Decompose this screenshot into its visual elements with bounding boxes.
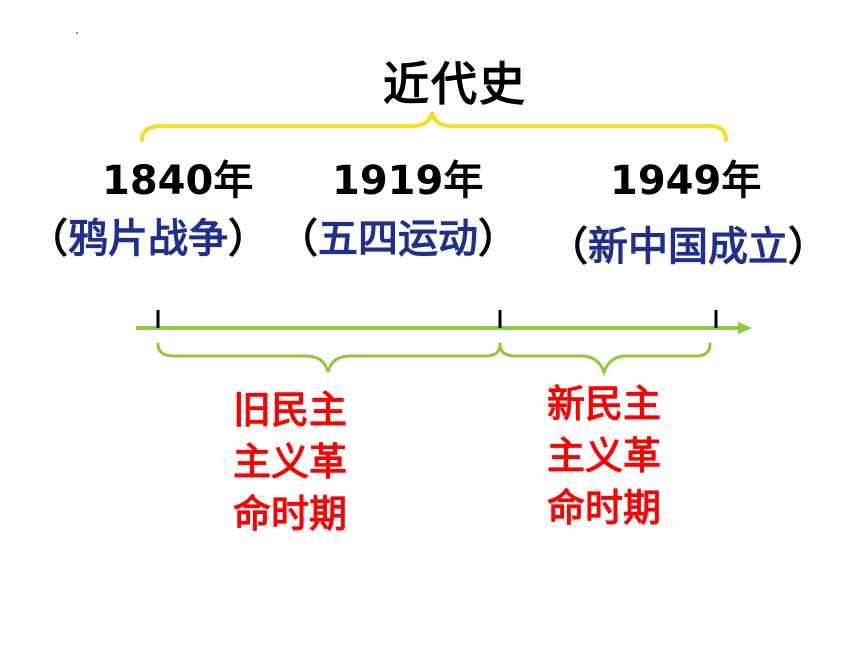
timeline-arrow-head [738, 322, 752, 334]
event-may-fourth: （五四运动） [278, 216, 518, 262]
top-brace [140, 111, 728, 142]
brace-new-democratic [498, 342, 712, 377]
year-1840: 1840年 [102, 158, 254, 204]
year-1919: 1919年 [332, 158, 484, 204]
event-opium-war: （鸦片战争） [28, 216, 268, 262]
event-new-china: （新中国成立） [548, 224, 828, 270]
year-1949: 1949年 [610, 158, 762, 204]
decorative-dot [76, 32, 78, 34]
brace-old-democratic [156, 342, 502, 373]
period-new-democratic-revolution: 新民主主义革命时期 [546, 382, 661, 530]
period-old-democratic-revolution: 旧民主主义革命时期 [232, 388, 347, 536]
page-title: 近代史 [383, 57, 527, 111]
